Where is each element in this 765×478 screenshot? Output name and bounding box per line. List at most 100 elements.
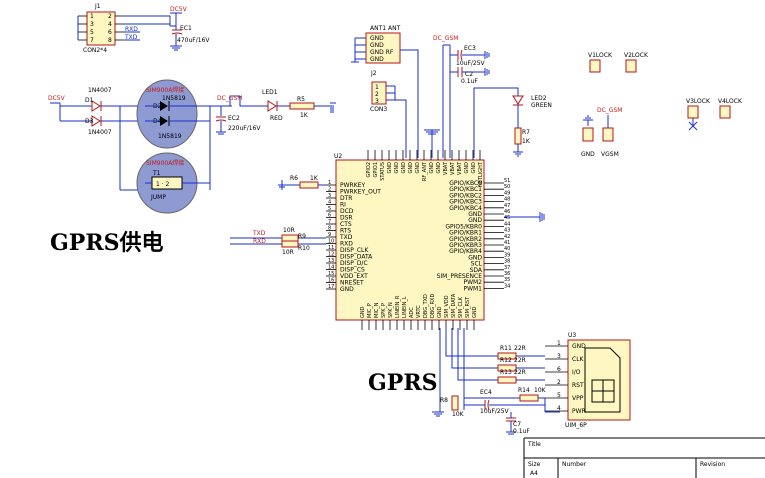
u2-pin-name: SPK_N (388, 302, 394, 318)
r8-ref: R8 (440, 397, 448, 404)
r14-value: 10K (534, 387, 547, 394)
ant1-pin: GND RF (370, 49, 394, 56)
u2-pin-name: NETLIGHT (478, 161, 484, 187)
r8-value: 10K (452, 411, 465, 418)
u2-pin-name: GND (471, 162, 477, 174)
net-rxd: RXD (125, 26, 138, 33)
u2-pin-number: 42 (504, 234, 510, 240)
u2-pin-number: 10 (328, 239, 334, 245)
u2-pin-name: DTR (340, 195, 352, 202)
title-label: Title (527, 441, 541, 448)
led2-color: GREEN (531, 102, 552, 109)
u2-pin-name: NRESET (340, 280, 364, 287)
u2-pin-name: GPIO/KBR3 (449, 242, 482, 249)
sim900a-highlight (136, 79, 198, 149)
d2-part: 1N5819 (162, 95, 186, 102)
u2-pin-name: GPIO/KBR1 (449, 230, 482, 237)
r6-ref: R6 (290, 175, 298, 182)
u2-pin-name: GND (408, 162, 414, 174)
u2-pin-number: 11 (328, 245, 334, 251)
u2-pin-name: SIM_VDD (444, 295, 450, 318)
u2-pin-name: MIC_N (374, 302, 380, 318)
v4lock-label: V4LOCK (718, 98, 743, 105)
d1-part: 1N4007 (88, 87, 112, 94)
r14-ref: R14 (518, 387, 530, 394)
u2-pin-number: 7 (328, 219, 331, 225)
u2-pin-name: LINEIN_L (402, 296, 408, 318)
u2-pin-name: GND (437, 306, 443, 318)
j1-pin: 1 (90, 13, 94, 20)
u2-pin-number: 40 (504, 246, 510, 252)
net-dc5v: DC5V (170, 6, 188, 13)
uart-lines: TXD RXD 10R R9 10R R10 (230, 227, 326, 256)
u2-pin-name: GND (468, 254, 482, 261)
pad-vgsm-label: VGSM (601, 151, 619, 158)
j2-pin: 1 (375, 84, 379, 91)
size-value: A4 (530, 470, 538, 477)
u2-pin-number: 38 (504, 259, 510, 265)
j2-ref: J2 (370, 70, 377, 77)
j1-ref: J1 (94, 3, 101, 10)
d3-ref: D3 (85, 118, 94, 125)
u3-pin-name: GND (572, 343, 586, 350)
t1-ref: T1 (152, 170, 161, 177)
u2-pin-name: SIM_CLK (458, 296, 464, 318)
u2-pin-name: DBG_TXD (423, 294, 429, 318)
d1-ref: D1 (85, 97, 94, 104)
u2-pin-name: GND (464, 162, 470, 174)
ec2-ref: EC2 (228, 115, 240, 122)
j1-part: CON2*4 (83, 47, 107, 54)
u2-pin-name: GPIO2 (366, 162, 372, 177)
ec4-value: 10uF/25V (480, 408, 510, 415)
ec3-value: 10uF/25V (456, 60, 486, 67)
u2-pin-name: GPIO1 (373, 162, 379, 177)
u2-pin-number: 41 (504, 240, 510, 246)
c2-value: 0.1uF (461, 78, 478, 85)
u2-pin-name: GND (468, 217, 482, 224)
u2-pin-number: 5 (328, 206, 331, 212)
u2-pin-name: DSR (340, 215, 353, 222)
r9-ref: R9 (298, 233, 306, 240)
ec1-ref: EC1 (180, 25, 192, 32)
gsm-decoupling: DC_GSM EC3 10uF/25V C2 0.1uF (424, 35, 490, 158)
u2-pin-number: 43 (504, 228, 510, 234)
u2-pin-name: GND (436, 162, 442, 174)
connector-j2: J2 1 2 3 CON3 (370, 70, 407, 158)
v1lock-label: V1LOCK (588, 52, 613, 59)
u2-pin-name: VDD_EXT (340, 273, 368, 280)
u2-pin-number: 47 (504, 203, 510, 209)
r12-value: 22R (514, 357, 526, 364)
u2-pin-name: DISP_CS (340, 267, 365, 274)
gprs-power-heading: GPRS供电 (50, 230, 164, 256)
led2-ref: LED2 (531, 95, 547, 102)
u3-pin-number: 4 (557, 405, 561, 412)
u2-pin-name: GND (401, 162, 407, 174)
u3-pin-number: 5 (557, 392, 561, 399)
led1-ref: LED1 (262, 89, 278, 96)
u2-pin-number: 49 (504, 190, 510, 196)
u2-body (335, 159, 485, 321)
u2-pin-name: VRTC (416, 305, 422, 318)
gprs-heading: GPRS (368, 370, 438, 396)
dc5v-supply-top: DC5V EC1 470uF/16V (170, 6, 210, 51)
u2-pin-number: 34 (504, 283, 510, 289)
u2-pin-name: PWRKEY (340, 182, 365, 189)
ant1-pin: GND (370, 42, 384, 49)
j2-part: CON3 (370, 106, 387, 113)
u2-pin-number: 4 (328, 200, 331, 206)
r10-ref: R10 (298, 245, 310, 252)
status-led2: LED2 GREEN R7 1K (473, 87, 552, 158)
u2-pin-name: GPIO/KBC4 (449, 205, 482, 212)
u2-pin-name: TXD (339, 234, 353, 241)
u2-pin-number: 48 (504, 197, 510, 203)
number-label: Number (562, 461, 587, 468)
ant1-pin: GND (370, 56, 384, 63)
u2-pin-name: SIM_PRESENCE (437, 273, 483, 280)
u3-ref: U3 (568, 332, 576, 339)
net-txd: TXD (124, 34, 138, 41)
